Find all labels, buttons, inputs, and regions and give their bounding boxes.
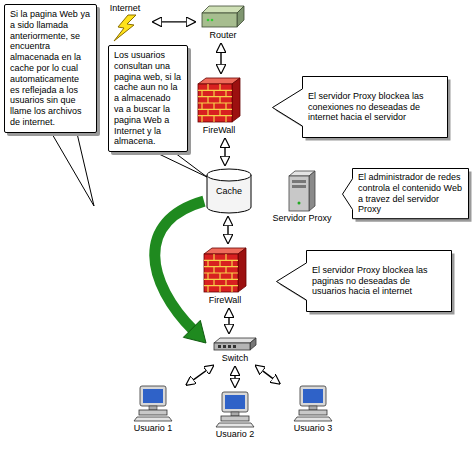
firewall-icon bbox=[202, 246, 248, 294]
proxy-server: Servidor Proxy bbox=[266, 170, 338, 224]
node-text: Los usuarios consultan una pagina web, s… bbox=[114, 50, 182, 147]
server-icon bbox=[285, 170, 319, 212]
arrow-callout: El servidor Proxy blockea las paginas no… bbox=[276, 250, 452, 312]
node-text: El servidor Proxy blockea las conexiones… bbox=[308, 91, 442, 123]
node-text: Cache bbox=[206, 186, 252, 197]
switch-icon: Switch bbox=[208, 336, 262, 364]
node-text: El servidor Proxy blockea las paginas no… bbox=[312, 265, 446, 297]
node-text: Usuario 3 bbox=[294, 423, 333, 434]
flow-arrow bbox=[155, 201, 204, 331]
node-text: FireWall bbox=[209, 295, 242, 306]
user-computer: Usuario 1 bbox=[122, 384, 184, 434]
text-wrap: Cache bbox=[206, 186, 252, 197]
flow-arrow-head bbox=[183, 320, 206, 343]
callout-tail bbox=[51, 131, 95, 206]
link-arrow bbox=[224, 139, 225, 165]
router-icon bbox=[200, 3, 246, 29]
link-arrow bbox=[227, 217, 228, 243]
node-text: Internet bbox=[110, 3, 141, 14]
router-icon: Router bbox=[198, 3, 248, 41]
link-arrow bbox=[256, 366, 280, 384]
callout-tail bbox=[152, 151, 207, 177]
firewall-icon bbox=[196, 76, 242, 124]
text-wrap: El administrador de redes controla el co… bbox=[358, 172, 463, 215]
node-text: Usuario 2 bbox=[216, 429, 255, 440]
pc-icon bbox=[293, 384, 333, 422]
link-arrow bbox=[186, 366, 213, 385]
node-text: Router bbox=[209, 30, 236, 41]
text-wrap: El servidor Proxy blockea las conexiones… bbox=[308, 91, 442, 123]
node-text: El administrador de redes controla el co… bbox=[358, 172, 463, 215]
pc-icon bbox=[133, 384, 173, 422]
link-arrow bbox=[234, 367, 235, 387]
internet-cloud: Internet bbox=[100, 2, 150, 42]
node-text: Servidor Proxy bbox=[272, 213, 331, 224]
node-text: Usuario 1 bbox=[134, 423, 173, 434]
note-callout: Los usuarios consultan una pagina web, s… bbox=[108, 45, 188, 152]
node-text: Si la pagina Web ya a sido llamada anter… bbox=[10, 9, 91, 128]
user-computer: Usuario 3 bbox=[282, 384, 344, 434]
firewall-icon: FireWall bbox=[200, 246, 250, 306]
node-text: FireWall bbox=[203, 125, 236, 136]
link-arrow bbox=[153, 21, 195, 22]
firewall-icon: FireWall bbox=[194, 76, 244, 136]
sw-icon bbox=[212, 336, 258, 352]
user-computer: Usuario 2 bbox=[204, 390, 266, 440]
cache-cylinder: Cache bbox=[206, 168, 252, 214]
node-text: Switch bbox=[222, 353, 249, 364]
arrow-callout: El servidor Proxy blockea las conexiones… bbox=[272, 76, 448, 138]
text-wrap: Si la pagina Web ya a sido llamada anter… bbox=[10, 9, 91, 128]
arrow-callout: El administrador de redes controla el co… bbox=[342, 168, 469, 219]
link-arrow bbox=[228, 309, 229, 333]
bolt-icon bbox=[110, 14, 140, 42]
text-wrap: Los usuarios consultan una pagina web, s… bbox=[114, 50, 182, 147]
text-wrap: El servidor Proxy blockea las paginas no… bbox=[312, 265, 446, 297]
link-arrow bbox=[220, 44, 221, 73]
note-callout: Si la pagina Web ya a sido llamada anter… bbox=[4, 4, 97, 133]
pc-icon bbox=[215, 390, 255, 428]
